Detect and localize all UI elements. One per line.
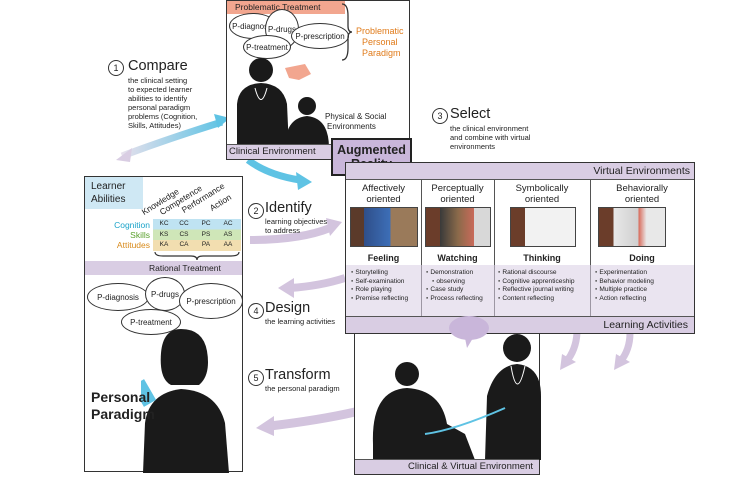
step-select-desc: the clinical environment and combine wit… <box>450 124 531 151</box>
learner-abilities-title: Learner Abilities <box>91 181 126 205</box>
learner-silhouette <box>141 329 229 473</box>
problematic-treatment-bar <box>227 1 345 14</box>
step-2-number: 2 <box>248 203 264 219</box>
step-design-desc: the learning activities <box>265 317 336 326</box>
problematic-treatment-label: Problematic Treatment <box>235 2 321 12</box>
step-transform-desc: the personal paradigm <box>265 384 340 393</box>
clinical-environment-panel: Problematic Treatment P-diagnosis P-drug… <box>226 0 410 160</box>
rational-treatment-bar: Rational Treatment <box>85 261 242 275</box>
row-label-attitudes: Attitudes <box>116 240 150 250</box>
affective-photo <box>350 207 418 247</box>
learner-abilities-panel: Learner Abilities Knowledge Competence P… <box>84 176 243 473</box>
clinician-patient-silhouette <box>237 58 329 148</box>
clinical-virtual-panel: Clinical & Virtual Environment <box>354 316 541 475</box>
step-transform-title: Transform <box>265 367 331 383</box>
behavioral-activities: Experimentation Behavior modeling Multip… <box>595 269 654 303</box>
paradigm-brace <box>341 3 352 61</box>
physical-social-label: Physical & Social Environments <box>325 112 387 131</box>
learning-activities-footer: Learning Activities <box>346 316 694 333</box>
perceptual-activities: Demonstration observing Case study Proce… <box>426 269 482 303</box>
problematic-paradigm-label: Problematic Personal Paradigm <box>356 26 404 58</box>
ability-grid <box>153 219 241 251</box>
compare-arrow <box>120 118 224 160</box>
step-3-number: 3 <box>432 108 448 124</box>
personal-paradigm-label: Personal Paradigm <box>91 389 155 422</box>
step-identify-title: Identify <box>265 200 312 216</box>
row-label-skills: Skills <box>130 230 150 240</box>
oval-p-prescription: P-prescription <box>291 23 349 49</box>
oval-p-treatment: P-treatment <box>243 35 291 59</box>
step-identify-desc: learning objectives to address <box>265 217 328 235</box>
learner-abilities-header <box>85 177 143 209</box>
oval-p-prescription: P-prescription <box>179 283 243 319</box>
virtual-environments-header: Virtual Environments <box>346 163 694 180</box>
clinical-virtual-silhouette <box>372 316 541 460</box>
oval-p-treatment: P-treatment <box>121 309 181 335</box>
symbolic-photo <box>510 207 576 247</box>
affective-activities: Storytelling Self-examination Role playi… <box>351 269 408 303</box>
step-5-number: 5 <box>248 370 264 386</box>
step-select-title: Select <box>450 106 491 122</box>
symbolic-activities: Rational discourse Cognitive apprentices… <box>498 269 574 303</box>
behavioral-photo <box>598 207 666 247</box>
clinical-virtual-footer: Clinical & Virtual Environment <box>355 459 539 474</box>
oval-p-drugs: P-drugs <box>145 277 185 311</box>
row-label-cognition: Cognition <box>114 220 150 230</box>
step-design-title: Design <box>265 300 311 316</box>
step-4-number: 4 <box>248 303 264 319</box>
grid-brace <box>154 251 240 261</box>
clinical-to-ar-arrow <box>245 157 301 184</box>
step-compare-title: Compare <box>128 58 188 74</box>
step-compare-desc: the clinical setting to expected learner… <box>128 76 198 130</box>
step-1-number: 1 <box>108 60 124 76</box>
perceptual-photo <box>425 207 491 247</box>
oval-p-diagnosis: P-diagnosis <box>87 283 149 311</box>
